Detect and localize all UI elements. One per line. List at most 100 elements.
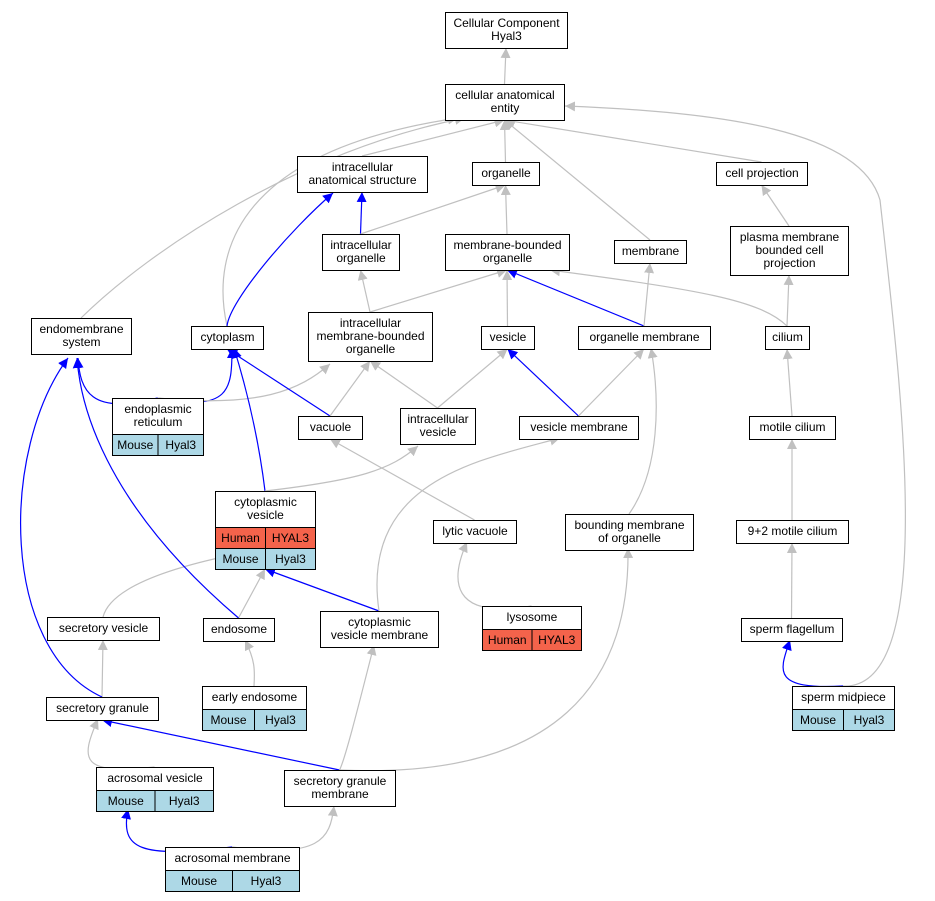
node-box <box>578 326 711 350</box>
node-vesmem[interactable]: vesicle membrane <box>519 416 639 440</box>
node-vesicle[interactable]: vesicle <box>481 326 535 350</box>
edge-vesmem-to-vesicle <box>507 348 579 417</box>
node-label: cellular anatomical <box>455 88 554 102</box>
node-box <box>203 618 275 642</box>
edge-cae-to-root <box>500 47 511 85</box>
node-label: lysosome <box>507 610 558 624</box>
edge-cvm-to-vesmem <box>376 435 561 612</box>
gene-cell: Hyal3 <box>154 790 214 812</box>
node-label: membrane-bounded <box>453 238 561 252</box>
gene-cell: HYAL3 <box>265 527 316 549</box>
edge-cytoplasm-to-cae <box>222 114 459 327</box>
node-label: early endosome <box>212 690 298 704</box>
node-label: cytoplasm <box>200 330 254 344</box>
node-label: Hyal3 <box>491 29 522 43</box>
edge-mbo-to-organelle <box>500 184 511 235</box>
edge-orgmem-to-mbo <box>506 269 645 327</box>
edge-vesmem-to-orgmem <box>578 348 645 417</box>
svg-text:Hyal3: Hyal3 <box>854 713 885 727</box>
node-label: endoplasmic <box>124 402 191 416</box>
node-cytoplasm[interactable]: cytoplasm <box>191 326 264 350</box>
node-label: lytic vacuole <box>442 524 508 538</box>
node-label: cytoplasmic <box>234 495 297 509</box>
node-label: vesicle <box>420 425 457 439</box>
node-label: intracellular <box>407 412 468 426</box>
svg-text:HYAL3: HYAL3 <box>538 633 575 647</box>
node-label: sperm midpiece <box>801 690 886 704</box>
node-label: sperm flagellum <box>750 622 835 636</box>
node-label: vesicle membrane <box>530 420 628 434</box>
edge-cytves-to-cytoplasm <box>232 347 266 492</box>
node-secves[interactable]: secretory vesicle <box>47 617 160 641</box>
node-label: entity <box>491 101 520 115</box>
node-box <box>614 240 687 264</box>
edge-sgm-to-bmo <box>339 547 634 772</box>
edge-cytoplasm-to-ias <box>226 192 334 327</box>
gene-cell: HYAL3 <box>531 629 582 651</box>
node-spermflag[interactable]: sperm flagellum <box>741 618 843 642</box>
node-label: secretory granule <box>56 701 149 715</box>
node-orgmem[interactable]: organelle membrane <box>578 326 711 350</box>
svg-text:Mouse: Mouse <box>222 552 258 566</box>
node-membrane[interactable]: membrane <box>614 240 687 264</box>
node-label: membrane <box>311 787 369 801</box>
node-box <box>765 326 810 350</box>
node-label: membrane <box>622 244 680 258</box>
edge-sgm-to-cvm <box>338 644 377 771</box>
node-label: 9+2 motile cilium <box>748 524 838 538</box>
svg-text:Mouse: Mouse <box>117 438 153 452</box>
node-lytvac[interactable]: lytic vacuole <box>433 520 517 544</box>
node-vacuole[interactable]: vacuole <box>298 416 363 440</box>
node-label: intracellular <box>340 316 401 330</box>
edge-intorg-to-ias <box>356 191 367 235</box>
node-label: anatomical structure <box>308 173 416 187</box>
svg-text:Hyal3: Hyal3 <box>251 874 282 888</box>
node-organelle[interactable]: organelle <box>472 162 540 186</box>
node-nineplus2[interactable]: 9+2 motile cilium <box>736 520 849 544</box>
node-label: of organelle <box>598 531 661 545</box>
node-label: bounded cell <box>755 243 823 257</box>
node-label: system <box>62 335 100 349</box>
svg-text:Mouse: Mouse <box>210 713 246 727</box>
node-label: organelle membrane <box>589 330 699 344</box>
edge-secgran-to-secves <box>97 639 108 698</box>
node-box <box>284 770 396 807</box>
node-motcil[interactable]: motile cilium <box>749 416 836 440</box>
svg-text:Hyal3: Hyal3 <box>265 713 296 727</box>
node-box <box>730 226 849 276</box>
edge-spermflag-to-nineplus2 <box>786 542 797 619</box>
gene-cell: Hyal3 <box>265 548 316 570</box>
node-endosome[interactable]: endosome <box>203 618 275 642</box>
species-cell: Human <box>482 629 533 651</box>
gene-cell: Hyal3 <box>843 709 895 731</box>
edge-imbo-to-intorg <box>357 269 371 313</box>
edge-secgran-to-endosys <box>20 357 103 698</box>
node-box <box>741 618 843 642</box>
svg-text:Human: Human <box>488 633 527 647</box>
edge-intorg-to-organelle <box>360 183 506 235</box>
node-box <box>736 520 849 544</box>
edge-bmo-to-orgmem <box>628 347 658 515</box>
node-cellproj[interactable]: cell projection <box>716 162 808 186</box>
node-cilium[interactable]: cilium <box>765 326 810 350</box>
node-secgran[interactable]: secretory granule <box>46 697 159 721</box>
